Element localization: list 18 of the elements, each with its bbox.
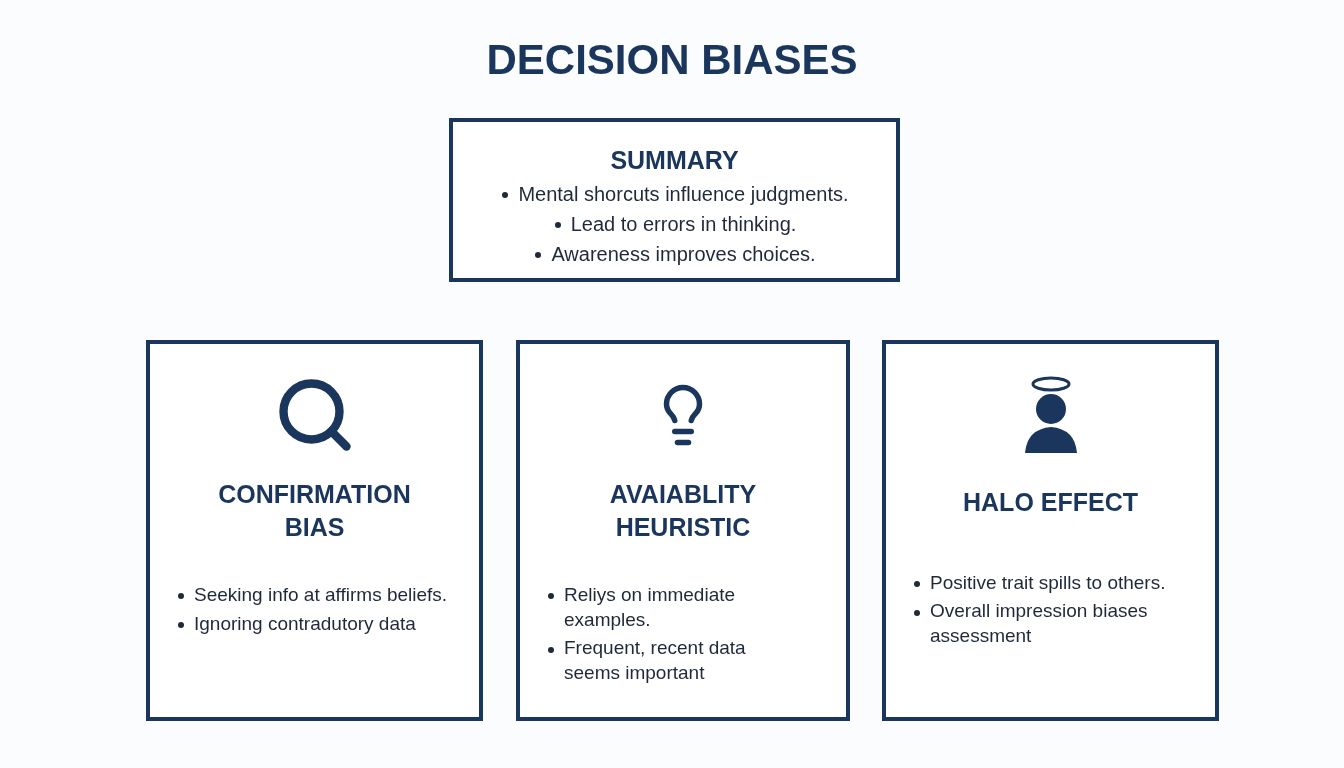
card-heading: SUMMARY — [610, 145, 739, 176]
summary-box — [449, 118, 900, 282]
bullet-point: Lead to errors in thinking. — [570, 211, 797, 237]
bullet-point: Mental shorcuts influence judgments. — [518, 181, 849, 207]
bullet-point: Frequent, recent data seems important — [564, 636, 747, 686]
bias-card — [146, 340, 483, 721]
bullet-point: Reliys on immediate examples. — [564, 583, 737, 632]
bias-card — [516, 340, 850, 721]
card-heading: HALO EFFECT — [963, 487, 1138, 518]
bullet-point: Seeking info at affirms beliefs. — [194, 583, 448, 607]
bullet-point: Positive trait spills to others. — [930, 570, 1166, 595]
bias-card — [882, 340, 1219, 721]
card-heading: AVAIABLITY HEURISTIC — [608, 479, 758, 543]
bullet-point: Awareness improves choices. — [551, 241, 816, 267]
title: DECISION BIASES — [486, 36, 858, 84]
bullet-point: Ignoring contradutory data — [194, 611, 416, 636]
card-heading: CONFIRMATION BIAS — [217, 479, 412, 543]
bullet-point: Overall impression biases assessment — [930, 599, 1149, 648]
